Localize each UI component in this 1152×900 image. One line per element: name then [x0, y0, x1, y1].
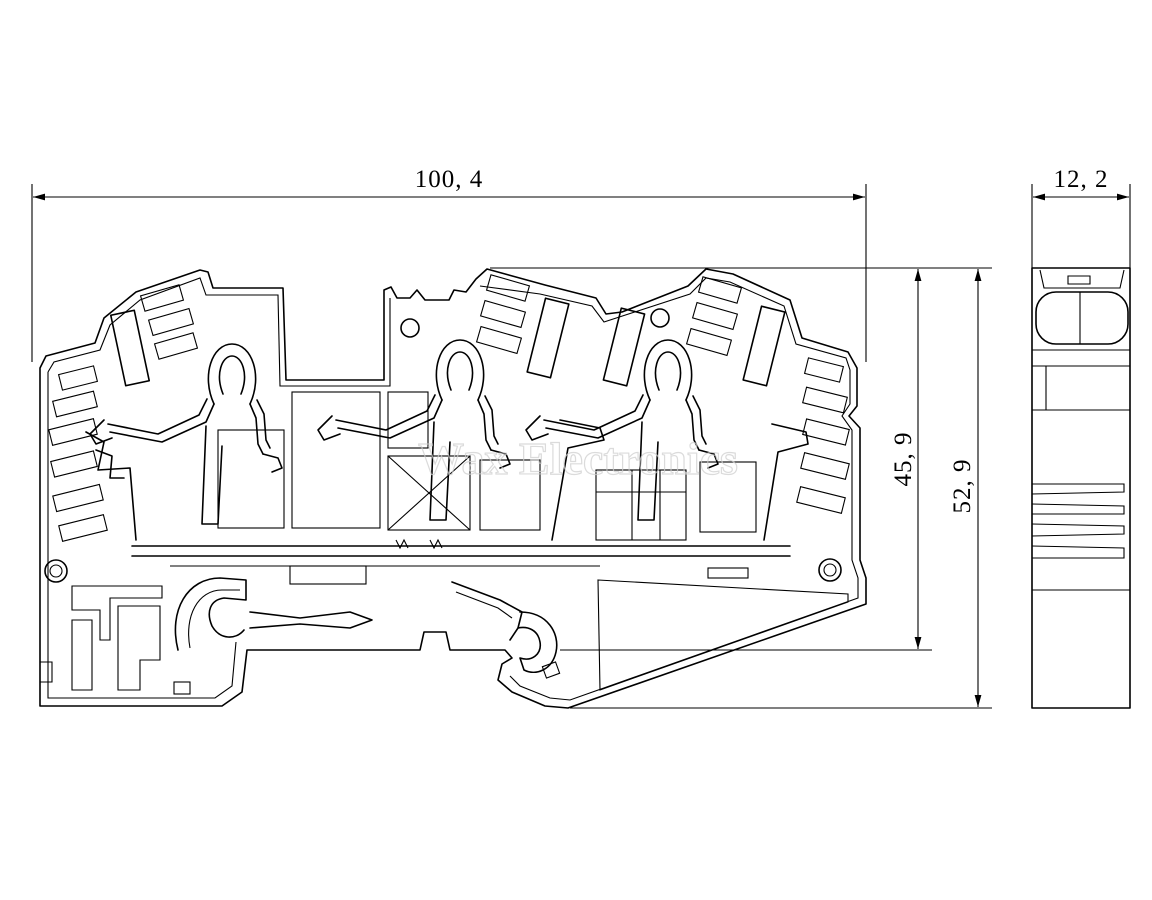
clamp-arm: [763, 423, 809, 541]
foot-hook-left: [174, 577, 247, 651]
grip-rib: [803, 357, 845, 383]
web-pocket: [595, 469, 687, 541]
front-view: [39, 268, 867, 709]
jumper-hole: [400, 318, 420, 338]
latch-spring-right-inner: [455, 591, 513, 619]
left-grip-ribs: [48, 365, 108, 542]
serration: [1031, 483, 1125, 495]
web-pocket: [387, 391, 429, 449]
grip-rib: [52, 390, 98, 418]
top-grip-blocks: [139, 274, 743, 360]
clamp-arms-right: [85, 419, 809, 541]
foot-clip: [541, 661, 561, 679]
grip-rib: [58, 514, 108, 542]
width-dimension: 12, 2: [1031, 166, 1131, 268]
body-outline: [39, 268, 867, 709]
actuation-slot-right: [742, 305, 786, 387]
side-view-top-cap: [1039, 269, 1125, 289]
center-web: [217, 391, 757, 541]
length-dimension: 100, 4: [31, 166, 867, 362]
foot-rib: [117, 605, 161, 691]
grip-rib: [802, 386, 848, 414]
test-hole-left: [44, 559, 68, 583]
lower-slot: [289, 565, 367, 585]
foot-hook-right: [517, 611, 558, 674]
serration: [1031, 503, 1125, 515]
grip-block: [685, 327, 733, 357]
overall-height-dimension: 52, 9: [949, 269, 982, 707]
grip-rib: [52, 483, 104, 513]
grip-block: [153, 332, 199, 360]
grip-rib: [800, 452, 850, 480]
grip-rib: [796, 486, 846, 514]
grip-block: [147, 307, 195, 337]
test-hole-right: [818, 558, 842, 582]
spring-clamp-right: [525, 339, 719, 521]
left-foot-structure: [40, 585, 163, 691]
cross-brace: [387, 455, 471, 531]
bus-bar: [131, 538, 791, 585]
actuation-slot-center-2: [602, 307, 646, 387]
bus-bar-marks: [395, 538, 443, 550]
cross-box: [387, 455, 471, 531]
foot-hook-left-inner: [188, 589, 240, 649]
lower-slot: [707, 567, 749, 579]
grip-block: [479, 299, 527, 329]
overall-height-label: 52, 9: [949, 459, 976, 514]
grip-block: [139, 284, 185, 312]
web-pocket: [217, 429, 285, 529]
actuation-slot-left: [109, 309, 151, 387]
foot-rib: [40, 661, 53, 683]
spring-clamp-left: [89, 343, 283, 525]
side-view-serrations: [1031, 483, 1125, 559]
serration: [1031, 545, 1125, 559]
grip-block: [475, 325, 523, 355]
side-view-release-button: [1035, 291, 1129, 345]
rail-height-dimension: 45, 9: [890, 269, 922, 649]
spring-clamp-center: [317, 339, 511, 521]
grip-rib: [50, 450, 98, 478]
right-grip-ribs: [796, 357, 850, 514]
clamp-arm: [551, 419, 605, 541]
clamp-latch: [95, 449, 125, 479]
grip-rib: [57, 365, 99, 391]
web-pocket: [479, 459, 541, 531]
mounting-holes: [44, 308, 842, 583]
test-hole-right-inner: [823, 563, 837, 577]
din-rail-foot: [173, 577, 849, 695]
test-hole-left-inner: [49, 564, 63, 578]
watermark: Wax Electronics: [418, 433, 738, 484]
latch-spring-right: [451, 581, 523, 641]
grip-rib: [48, 418, 98, 446]
side-view: [1031, 267, 1131, 709]
actuation-slot-center: [526, 297, 570, 379]
side-view-outline: [1031, 267, 1131, 709]
foot-rib: [71, 619, 93, 691]
clamp-latch: [85, 431, 137, 541]
foot-lower-wedge: [597, 579, 849, 691]
foot-rib: [71, 585, 163, 641]
actuation-slots: [109, 297, 786, 387]
height-extension-lines: [490, 267, 992, 709]
grip-block: [691, 301, 739, 331]
length-label: 100, 4: [415, 166, 484, 193]
grip-rib: [802, 418, 850, 446]
grip-block: [485, 274, 531, 302]
serration: [1031, 523, 1125, 537]
foot-clip: [173, 681, 191, 695]
width-label: 12, 2: [1054, 166, 1109, 193]
web-pocket: [699, 461, 757, 533]
jumper-hole: [650, 308, 670, 328]
web-pocket: [291, 391, 381, 529]
latch-spring: [249, 611, 373, 629]
grip-block: [697, 276, 743, 304]
rail-height-label: 45, 9: [890, 432, 917, 487]
